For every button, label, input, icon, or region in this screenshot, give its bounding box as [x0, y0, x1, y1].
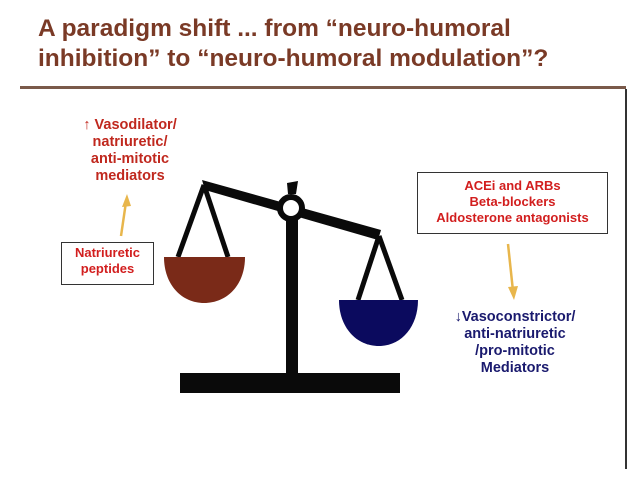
slide-title: A paradigm shift ... from “neuro-humoral…	[38, 14, 628, 74]
natriuretic-peptides-box: Natriuretic peptides	[61, 242, 154, 285]
title-line-2: inhibition” to “neuro-humoral modulation…	[38, 45, 549, 72]
right-edge-line	[625, 89, 627, 469]
down-arrow-icon	[506, 243, 518, 300]
scale-post	[286, 206, 298, 376]
scale-knob	[287, 181, 298, 194]
drug-classes-box: ACEi and ARBs Beta-blockers Aldosterone …	[417, 172, 608, 234]
vasoconstrictor-label: ↓Vasoconstrictor/ anti-natriuretic /pro-…	[454, 309, 576, 376]
title-divider	[20, 86, 626, 89]
vasodilator-label: ↑ Vasodilator/ natriuretic/ anti-mitotic…	[83, 117, 177, 184]
right-pan	[339, 300, 418, 346]
scale-pivot	[277, 194, 305, 222]
scale-base	[180, 373, 400, 393]
up-arrow-icon	[119, 194, 131, 237]
title-line-1: A paradigm shift ... from “neuro-humoral	[38, 15, 511, 42]
left-pan	[164, 257, 245, 303]
